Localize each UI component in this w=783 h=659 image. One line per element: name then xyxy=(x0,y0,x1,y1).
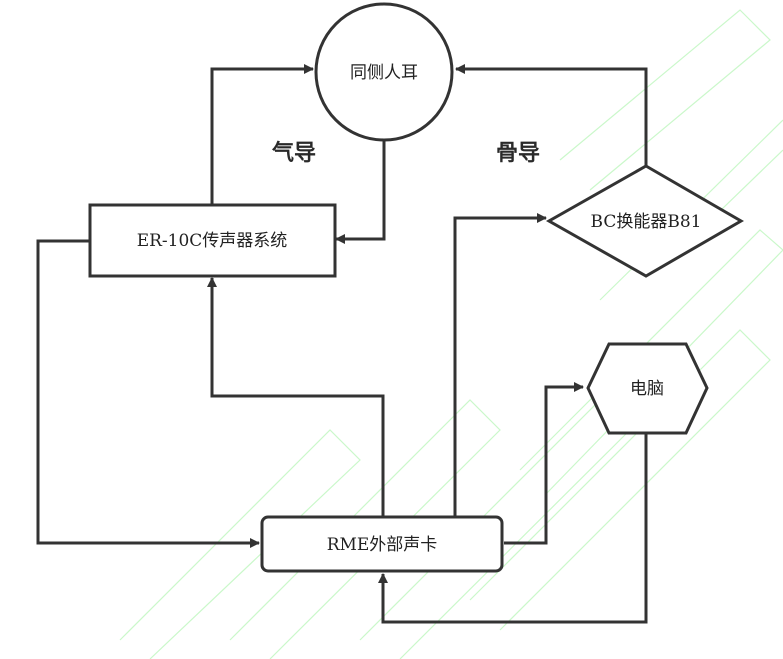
edge-rme-to-bc xyxy=(453,213,547,517)
node-bc: BC换能器B81 xyxy=(545,164,744,278)
bone-conduction-label: 骨导 xyxy=(496,141,540,166)
edge-computer-to-rme xyxy=(378,433,648,624)
edge-ear-to-er10c xyxy=(335,138,386,244)
air-conduction-label: 气导 xyxy=(271,140,316,166)
node-computer-label: 电脑 xyxy=(630,379,664,399)
node-rme-label: RME外部声卡 xyxy=(327,535,438,555)
edges xyxy=(36,64,648,624)
node-ear-label: 同侧人耳 xyxy=(350,63,418,83)
edge-er10c-to-ear xyxy=(210,64,314,204)
edge-er10c-to-rme xyxy=(36,239,260,548)
node-bc-label: BC换能器B81 xyxy=(591,212,702,232)
edge-bc-to-ear xyxy=(455,64,648,166)
node-er10c: ER-10C传声器系统 xyxy=(88,203,337,278)
edge-rme-to-er10c xyxy=(207,277,385,517)
node-rme: RME外部声卡 xyxy=(260,515,504,573)
node-ear: 同侧人耳 xyxy=(314,2,454,142)
node-er10c-label: ER-10C传声器系统 xyxy=(137,231,288,251)
node-computer: 电脑 xyxy=(586,342,709,435)
edge-rme-to-computer xyxy=(504,382,584,545)
